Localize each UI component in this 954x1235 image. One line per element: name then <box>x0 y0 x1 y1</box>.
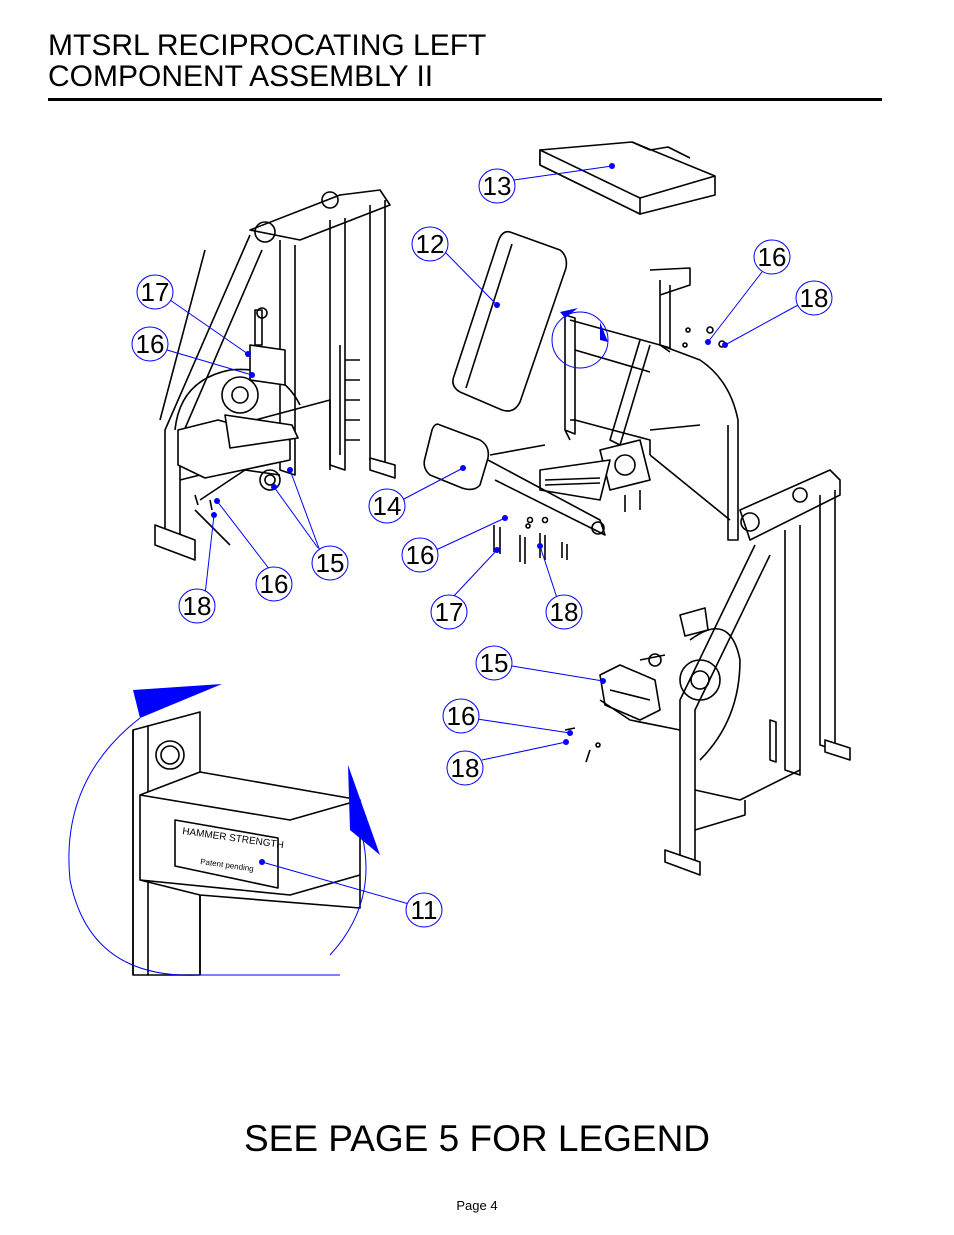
detail-source-circle <box>551 311 609 369</box>
callout-16-center: 16 <box>401 537 439 573</box>
callout-16-center-label: 16 <box>406 540 435 570</box>
detail-circle-left <box>68 717 340 976</box>
callout-16-right: 16 <box>442 698 480 734</box>
detail-arrow-left <box>133 684 222 718</box>
callout-12: 12 <box>411 226 449 262</box>
callout-13: 13 <box>478 168 516 204</box>
page-number: Page 4 <box>456 1198 498 1213</box>
source-arrow-top <box>560 308 578 318</box>
callout-11: 11 <box>405 892 443 928</box>
callout-18-center: 18 <box>545 594 583 630</box>
detail-zoom-view: HAMMER STRENGTH Patent pending <box>132 711 361 976</box>
callout-14-label: 14 <box>373 491 402 521</box>
callout-17-center-label: 17 <box>435 597 464 627</box>
callout-18-top-right-label: 18 <box>800 283 829 313</box>
seat-pad-13 <box>539 141 716 215</box>
callout-15-right-label: 15 <box>480 648 509 678</box>
title-underline <box>48 98 882 101</box>
callout-15-left: 15 <box>311 545 349 581</box>
right-machine-frame <box>599 469 851 876</box>
leader-dots <box>211 163 728 865</box>
callout-15-left-label: 15 <box>316 548 345 578</box>
callout-14: 14 <box>368 488 406 524</box>
callout-17-top-left-label: 17 <box>141 277 170 307</box>
callout-18-left: 18 <box>178 588 216 624</box>
legend-reference: SEE PAGE 5 FOR LEGEND <box>243 1118 711 1159</box>
callout-17-top-left: 17 <box>136 274 174 310</box>
callout-18-left-label: 18 <box>183 591 212 621</box>
callout-18-top-right: 18 <box>795 280 833 316</box>
callout-17-center: 17 <box>430 594 468 630</box>
back-pad-12 <box>452 230 568 412</box>
callout-16-left-lower: 16 <box>255 566 293 602</box>
left-machine-frame <box>154 189 396 561</box>
callout-16-top-right: 16 <box>753 239 791 275</box>
callout-16-top-left: 16 <box>131 326 169 362</box>
callout-18-center-label: 18 <box>550 597 579 627</box>
callout-11-label: 11 <box>411 895 438 925</box>
leader-lines <box>166 165 799 905</box>
callout-16-left-lower-label: 16 <box>260 569 289 599</box>
callout-16-right-label: 16 <box>447 701 476 731</box>
detail-arrow-right <box>348 765 380 855</box>
callout-16-top-right-label: 16 <box>758 242 787 272</box>
foot-pad-14 <box>423 423 606 536</box>
page-title: MTSRL RECIPROCATING LEFT COMPONENT ASSEM… <box>48 30 486 92</box>
source-arrow-side <box>600 322 608 342</box>
callout-balloons: 13 12 16 18 17 16 14 16 <box>131 168 833 928</box>
callout-15-right: 15 <box>475 645 513 681</box>
callout-18-right-label: 18 <box>451 753 480 783</box>
callout-13-label: 13 <box>483 171 512 201</box>
title-line-2: COMPONENT ASSEMBLY II <box>48 60 434 93</box>
title-line-1: MTSRL RECIPROCATING LEFT <box>48 29 487 62</box>
callout-12-label: 12 <box>416 229 445 259</box>
callout-16-top-left-label: 16 <box>136 329 165 359</box>
callout-18-right: 18 <box>446 750 484 786</box>
center-frame <box>539 267 739 541</box>
